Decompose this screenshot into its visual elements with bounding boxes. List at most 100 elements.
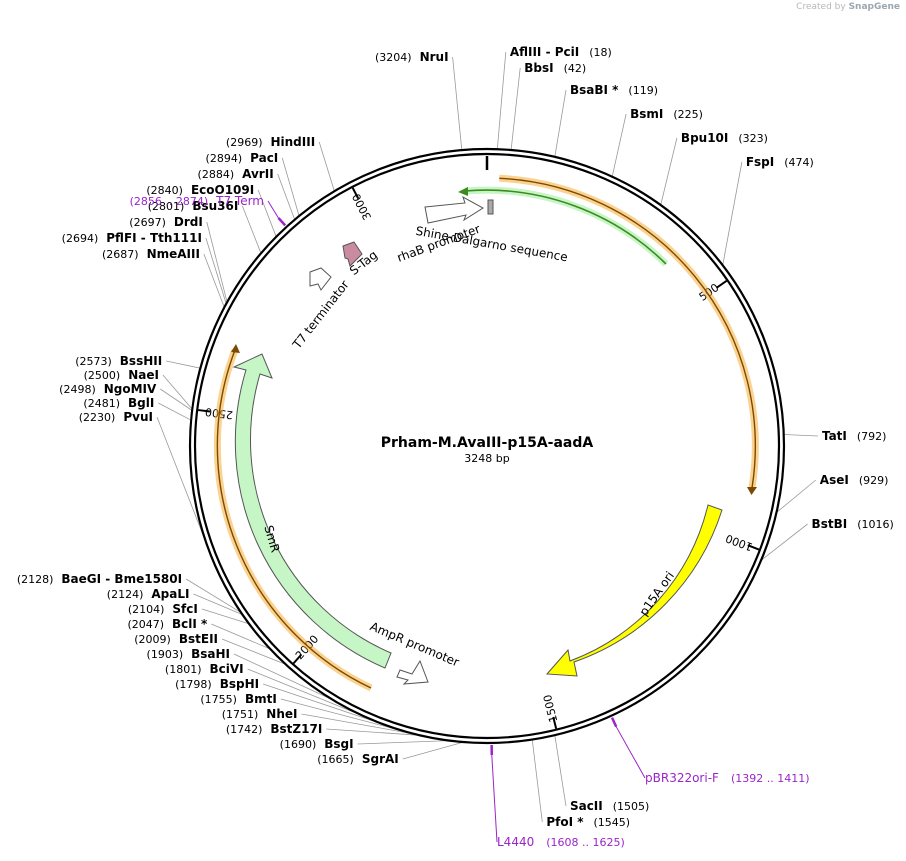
enzyme-leader [257, 189, 277, 237]
enzyme-leader [277, 173, 296, 220]
enzyme-label: (1690)BsgI [280, 737, 354, 751]
enzyme-leader [233, 653, 335, 702]
enzyme-label: (1742)BstZ17I [226, 722, 322, 736]
enzyme-leader [760, 523, 808, 561]
smr-arrow [232, 353, 392, 669]
enzyme-labels: AflIII - PciI(18)BbsI(42)BsaBI *(119)Bsm… [17, 45, 894, 829]
enzyme-leader [166, 360, 201, 369]
backbone-outer-circle [188, 147, 786, 745]
orf-arc-left-line [216, 349, 372, 689]
orf-arc-right-head [747, 487, 757, 495]
enzyme-leader [301, 713, 415, 735]
p15a-ori-arrow [545, 504, 723, 677]
enzyme-label: (2009)BstEII [134, 632, 218, 646]
enzyme-leader [402, 741, 464, 760]
enzyme-leader [611, 113, 627, 177]
enzyme-label: AseI(929) [820, 473, 889, 487]
enzyme-label: (2697)DrdI [129, 215, 203, 229]
enzyme-label: (2124)ApaLI [107, 587, 190, 601]
enzyme-label: (2840)EcoO109I [146, 183, 254, 197]
enzyme-label: (3204)NruI [375, 50, 449, 64]
enzyme-label: SacII(1505) [570, 799, 649, 813]
enzyme-leader [205, 237, 227, 304]
snapgene-watermark: Created by SnapGene [796, 2, 900, 12]
enzyme-leader [201, 608, 250, 625]
enzyme-label: (2694)PflFI - Tth111I [62, 231, 202, 245]
enzyme-label: (1665)SgrAI [317, 752, 398, 766]
enzyme-label: (2047)BclI * [127, 617, 208, 631]
primer-leader [267, 200, 279, 219]
enzyme-leader [162, 374, 193, 410]
enzyme-leader [206, 221, 228, 303]
primer-label: pBR322ori-F(1392 .. 1411) [645, 771, 810, 785]
watermark-prefix: Created by [796, 2, 846, 12]
enzyme-leader [185, 578, 242, 614]
enzyme-leader [357, 740, 450, 745]
enzyme-leader [554, 89, 567, 157]
enzyme-leader [783, 434, 818, 437]
tick-label: 1500 [541, 693, 560, 723]
enzyme-label: (2481)BglI [83, 396, 154, 410]
tick-mark [351, 187, 360, 199]
enzyme-leader [326, 728, 420, 736]
enzyme-leader [452, 56, 463, 151]
enzyme-leader [193, 593, 243, 615]
enzyme-leader [510, 67, 521, 151]
shine-dalgarno-box [487, 199, 494, 215]
backbone-inner-circle [193, 152, 781, 740]
enzyme-label: AflIII - PciI(18) [510, 45, 612, 59]
enzyme-label: (2104)SfcI [128, 602, 198, 616]
enzyme-leader [211, 623, 271, 650]
enzyme-label: (1801)BciVI [165, 662, 244, 676]
enzyme-label: PfoI *(1545) [546, 815, 630, 829]
enzyme-label: Bpu10I(323) [681, 131, 768, 145]
tick-mark [716, 280, 728, 289]
enzyme-leader [281, 157, 300, 217]
leader-lines [156, 51, 818, 823]
enzyme-leader [221, 638, 286, 665]
plasmid-length: 3248 bp [464, 452, 509, 465]
tick-label: 1000 [724, 531, 755, 553]
enzyme-label: TatI(792) [822, 429, 887, 443]
enzyme-label: (2801)Bsu36I [148, 199, 239, 213]
plasmid-title: Prham-M.AvaIII-p15A-aadA [381, 435, 594, 451]
enzyme-leader [160, 388, 193, 411]
green-arc-line [464, 189, 667, 265]
enzyme-label: BstBI(1016) [812, 517, 894, 531]
primer-mark [277, 217, 287, 227]
enzyme-label: (2500)NaeI [84, 368, 159, 382]
enzyme-leader [242, 205, 262, 254]
enzyme-label: (1751)NheI [222, 707, 298, 721]
primer-label: L4440(1608 .. 1625) [497, 835, 625, 849]
enzyme-leader [496, 51, 507, 150]
enzyme-label: (2884)AvrII [198, 167, 274, 181]
primer-leader [491, 754, 498, 843]
primer-mark [610, 717, 618, 728]
enzyme-leader [554, 735, 567, 807]
enzyme-label: FspI(474) [746, 155, 814, 169]
orf-arc-right-line [499, 177, 756, 489]
tick-label: 3000 [350, 191, 374, 222]
enzyme-leader [660, 137, 678, 206]
enzyme-label: (2498)NgoMIV [59, 382, 157, 396]
enzyme-label: (2573)BssHII [75, 354, 162, 368]
tick-mark [292, 653, 303, 665]
enzyme-leader [158, 402, 192, 421]
s-tag-arrow [342, 241, 363, 267]
ampr-promoter-arrow [396, 659, 429, 685]
enzyme-label: (1798)BspHI [175, 677, 259, 691]
enzyme-label: (2969)HindIII [226, 135, 315, 149]
enzyme-leader [203, 253, 225, 308]
enzyme-leader [776, 479, 817, 513]
rhab-promoter-arrow [424, 195, 484, 224]
primer-leader [615, 726, 646, 779]
enzyme-label: BsaBI *(119) [570, 83, 658, 97]
enzyme-label: (2687)NmeAIII [102, 247, 200, 261]
tick-mark [198, 409, 211, 413]
enzyme-label: (2128)BaeGI - Bme1580I [17, 572, 182, 586]
enzyme-leader [722, 161, 743, 266]
t7-terminator-arrow [309, 267, 332, 291]
enzyme-leader [318, 141, 335, 192]
